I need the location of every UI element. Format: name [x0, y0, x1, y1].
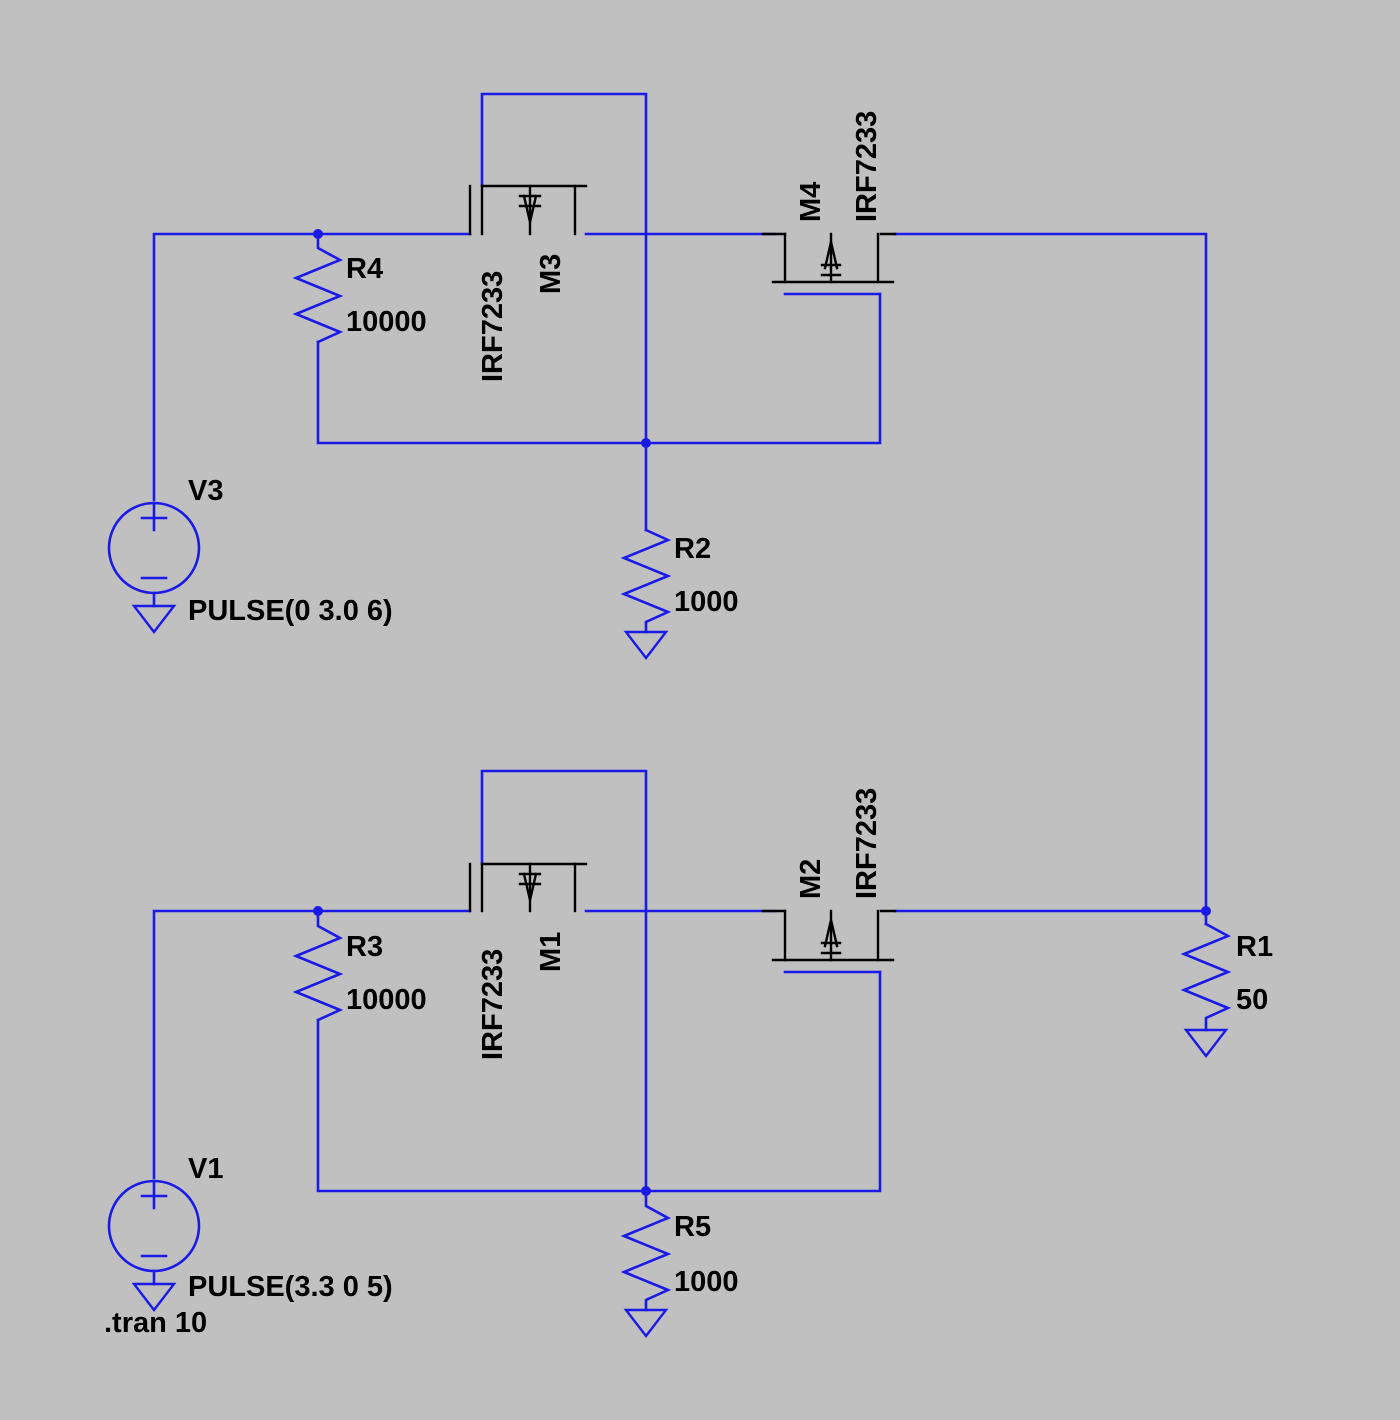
resistor-r1[interactable] — [1180, 922, 1232, 1032]
r5-value-label: 1000 — [674, 1266, 739, 1298]
resistor-r2[interactable] — [620, 528, 672, 634]
r3-name-label: R3 — [346, 931, 383, 963]
r2-name-label: R2 — [674, 533, 711, 565]
m3-model-label: IRF7233 — [477, 271, 509, 382]
ground-icon — [1183, 1028, 1229, 1058]
v3-name-label: V3 — [188, 475, 223, 507]
resistor-r4[interactable] — [292, 232, 344, 344]
m1-name-label: M1 — [535, 932, 567, 972]
mosfet-m2[interactable] — [761, 909, 897, 962]
wires-top[interactable] — [152, 92, 1208, 912]
m4-name-label: M4 — [795, 182, 827, 222]
wires-bottom[interactable] — [152, 769, 1208, 1193]
v3-value-label: PULSE(0 3.0 6) — [188, 595, 393, 627]
r5-name-label: R5 — [674, 1211, 711, 1243]
m2-model-label: IRF7233 — [851, 788, 883, 899]
mosfet-m4[interactable] — [761, 232, 897, 284]
ground-icon — [623, 630, 669, 660]
m1-model-label: IRF7233 — [477, 949, 509, 1060]
r1-value-label: 50 — [1236, 984, 1268, 1016]
m4-model-label: IRF7233 — [851, 111, 883, 222]
spice-directive[interactable]: .tran 10 — [104, 1307, 207, 1339]
mosfet-m1[interactable] — [468, 862, 588, 913]
ground-icon — [623, 1308, 669, 1338]
resistor-r5[interactable] — [620, 1189, 672, 1312]
m3-name-label: M3 — [535, 254, 567, 294]
r2-value-label: 1000 — [674, 586, 739, 618]
r4-value-label: 10000 — [346, 306, 427, 338]
junction-dot — [1201, 906, 1211, 916]
r4-name-label: R4 — [346, 253, 383, 285]
resistor-r3[interactable] — [292, 909, 344, 1022]
junction-dot — [641, 438, 651, 448]
voltage-source-v1[interactable] — [107, 1179, 201, 1312]
v1-value-label: PULSE(3.3 0 5) — [188, 1271, 393, 1303]
r3-value-label: 10000 — [346, 984, 427, 1016]
r1-name-label: R1 — [1236, 931, 1273, 963]
mosfet-m3[interactable] — [468, 184, 588, 236]
v1-name-label: V1 — [188, 1153, 223, 1185]
voltage-source-v3[interactable] — [107, 501, 201, 634]
m2-name-label: M2 — [795, 859, 827, 899]
